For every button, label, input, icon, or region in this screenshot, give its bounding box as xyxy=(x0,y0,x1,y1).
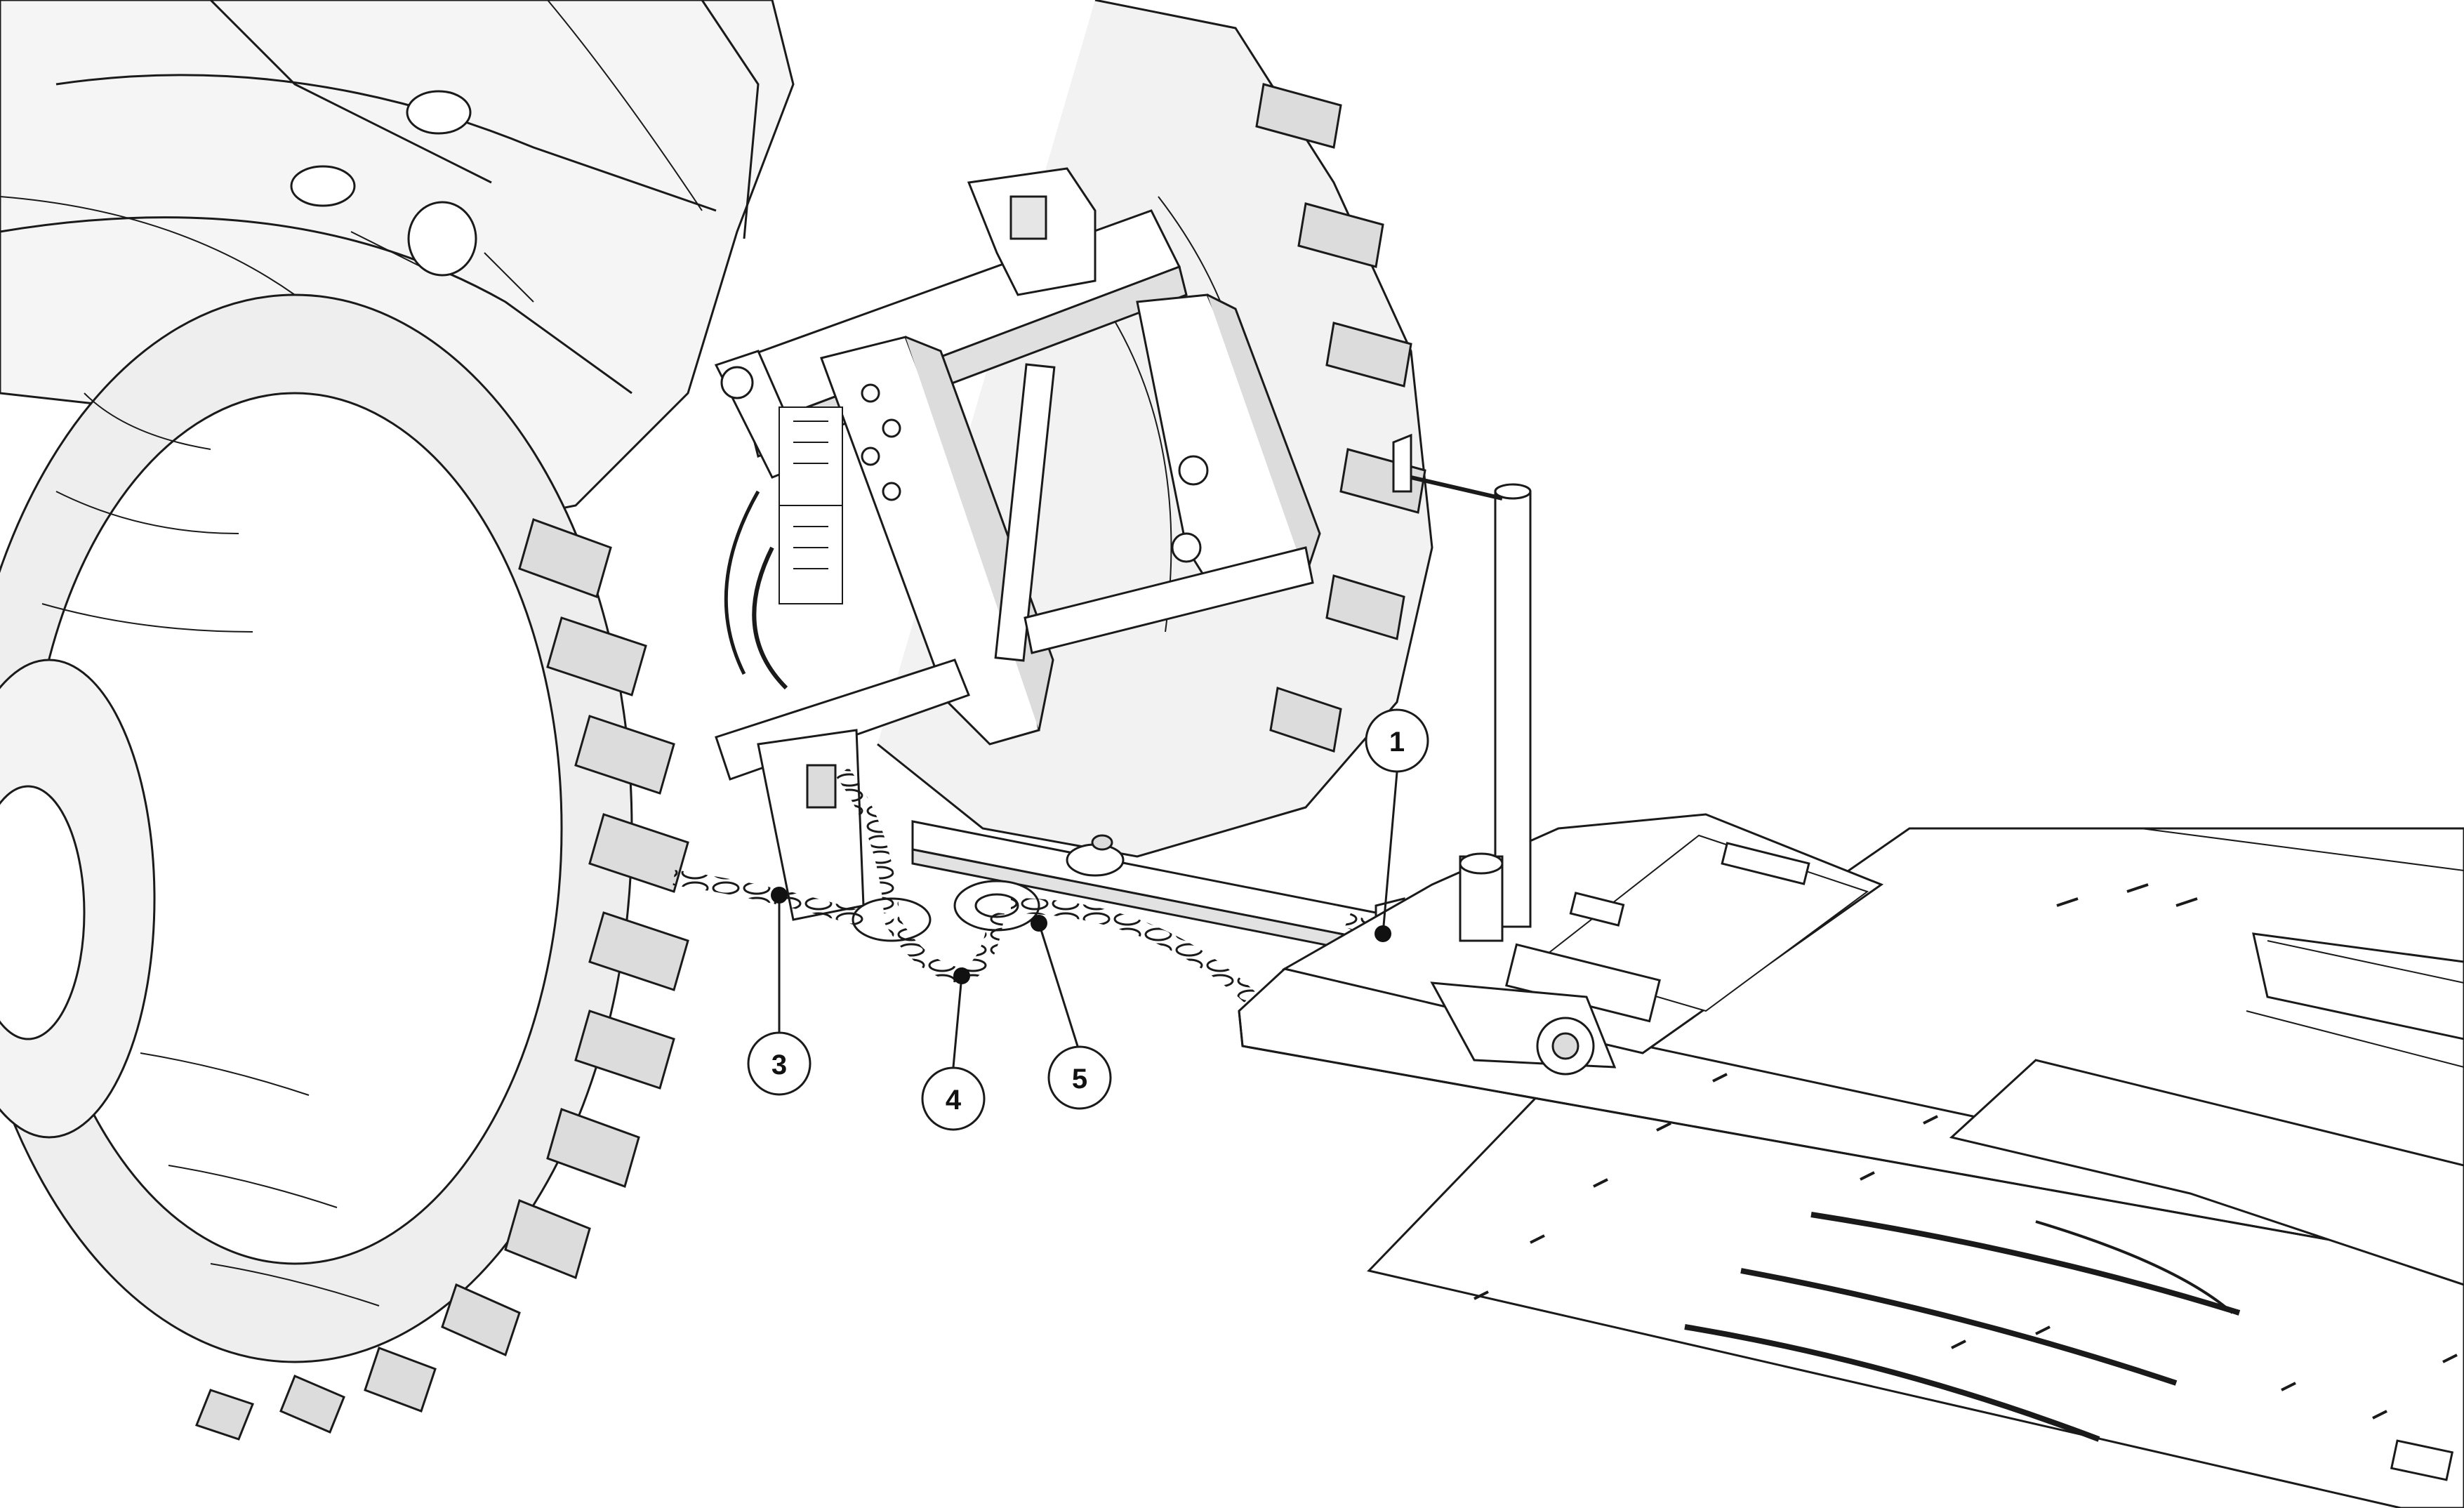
callout-label-4: 4 xyxy=(946,1085,962,1116)
callout-label-3: 3 xyxy=(771,1050,787,1080)
implement-deck xyxy=(1238,433,2464,1508)
callout-1: 1 xyxy=(1365,708,1429,942)
callout-5: 5 xyxy=(1031,915,1112,1110)
left-rear-tire xyxy=(0,293,689,1441)
three-point-hitch xyxy=(714,167,1321,921)
callout-label-1: 1 xyxy=(1389,727,1405,758)
callout-label-5: 5 xyxy=(1072,1064,1087,1094)
callout-4: 4 xyxy=(921,967,986,1131)
callout-3: 3 xyxy=(747,887,812,1096)
